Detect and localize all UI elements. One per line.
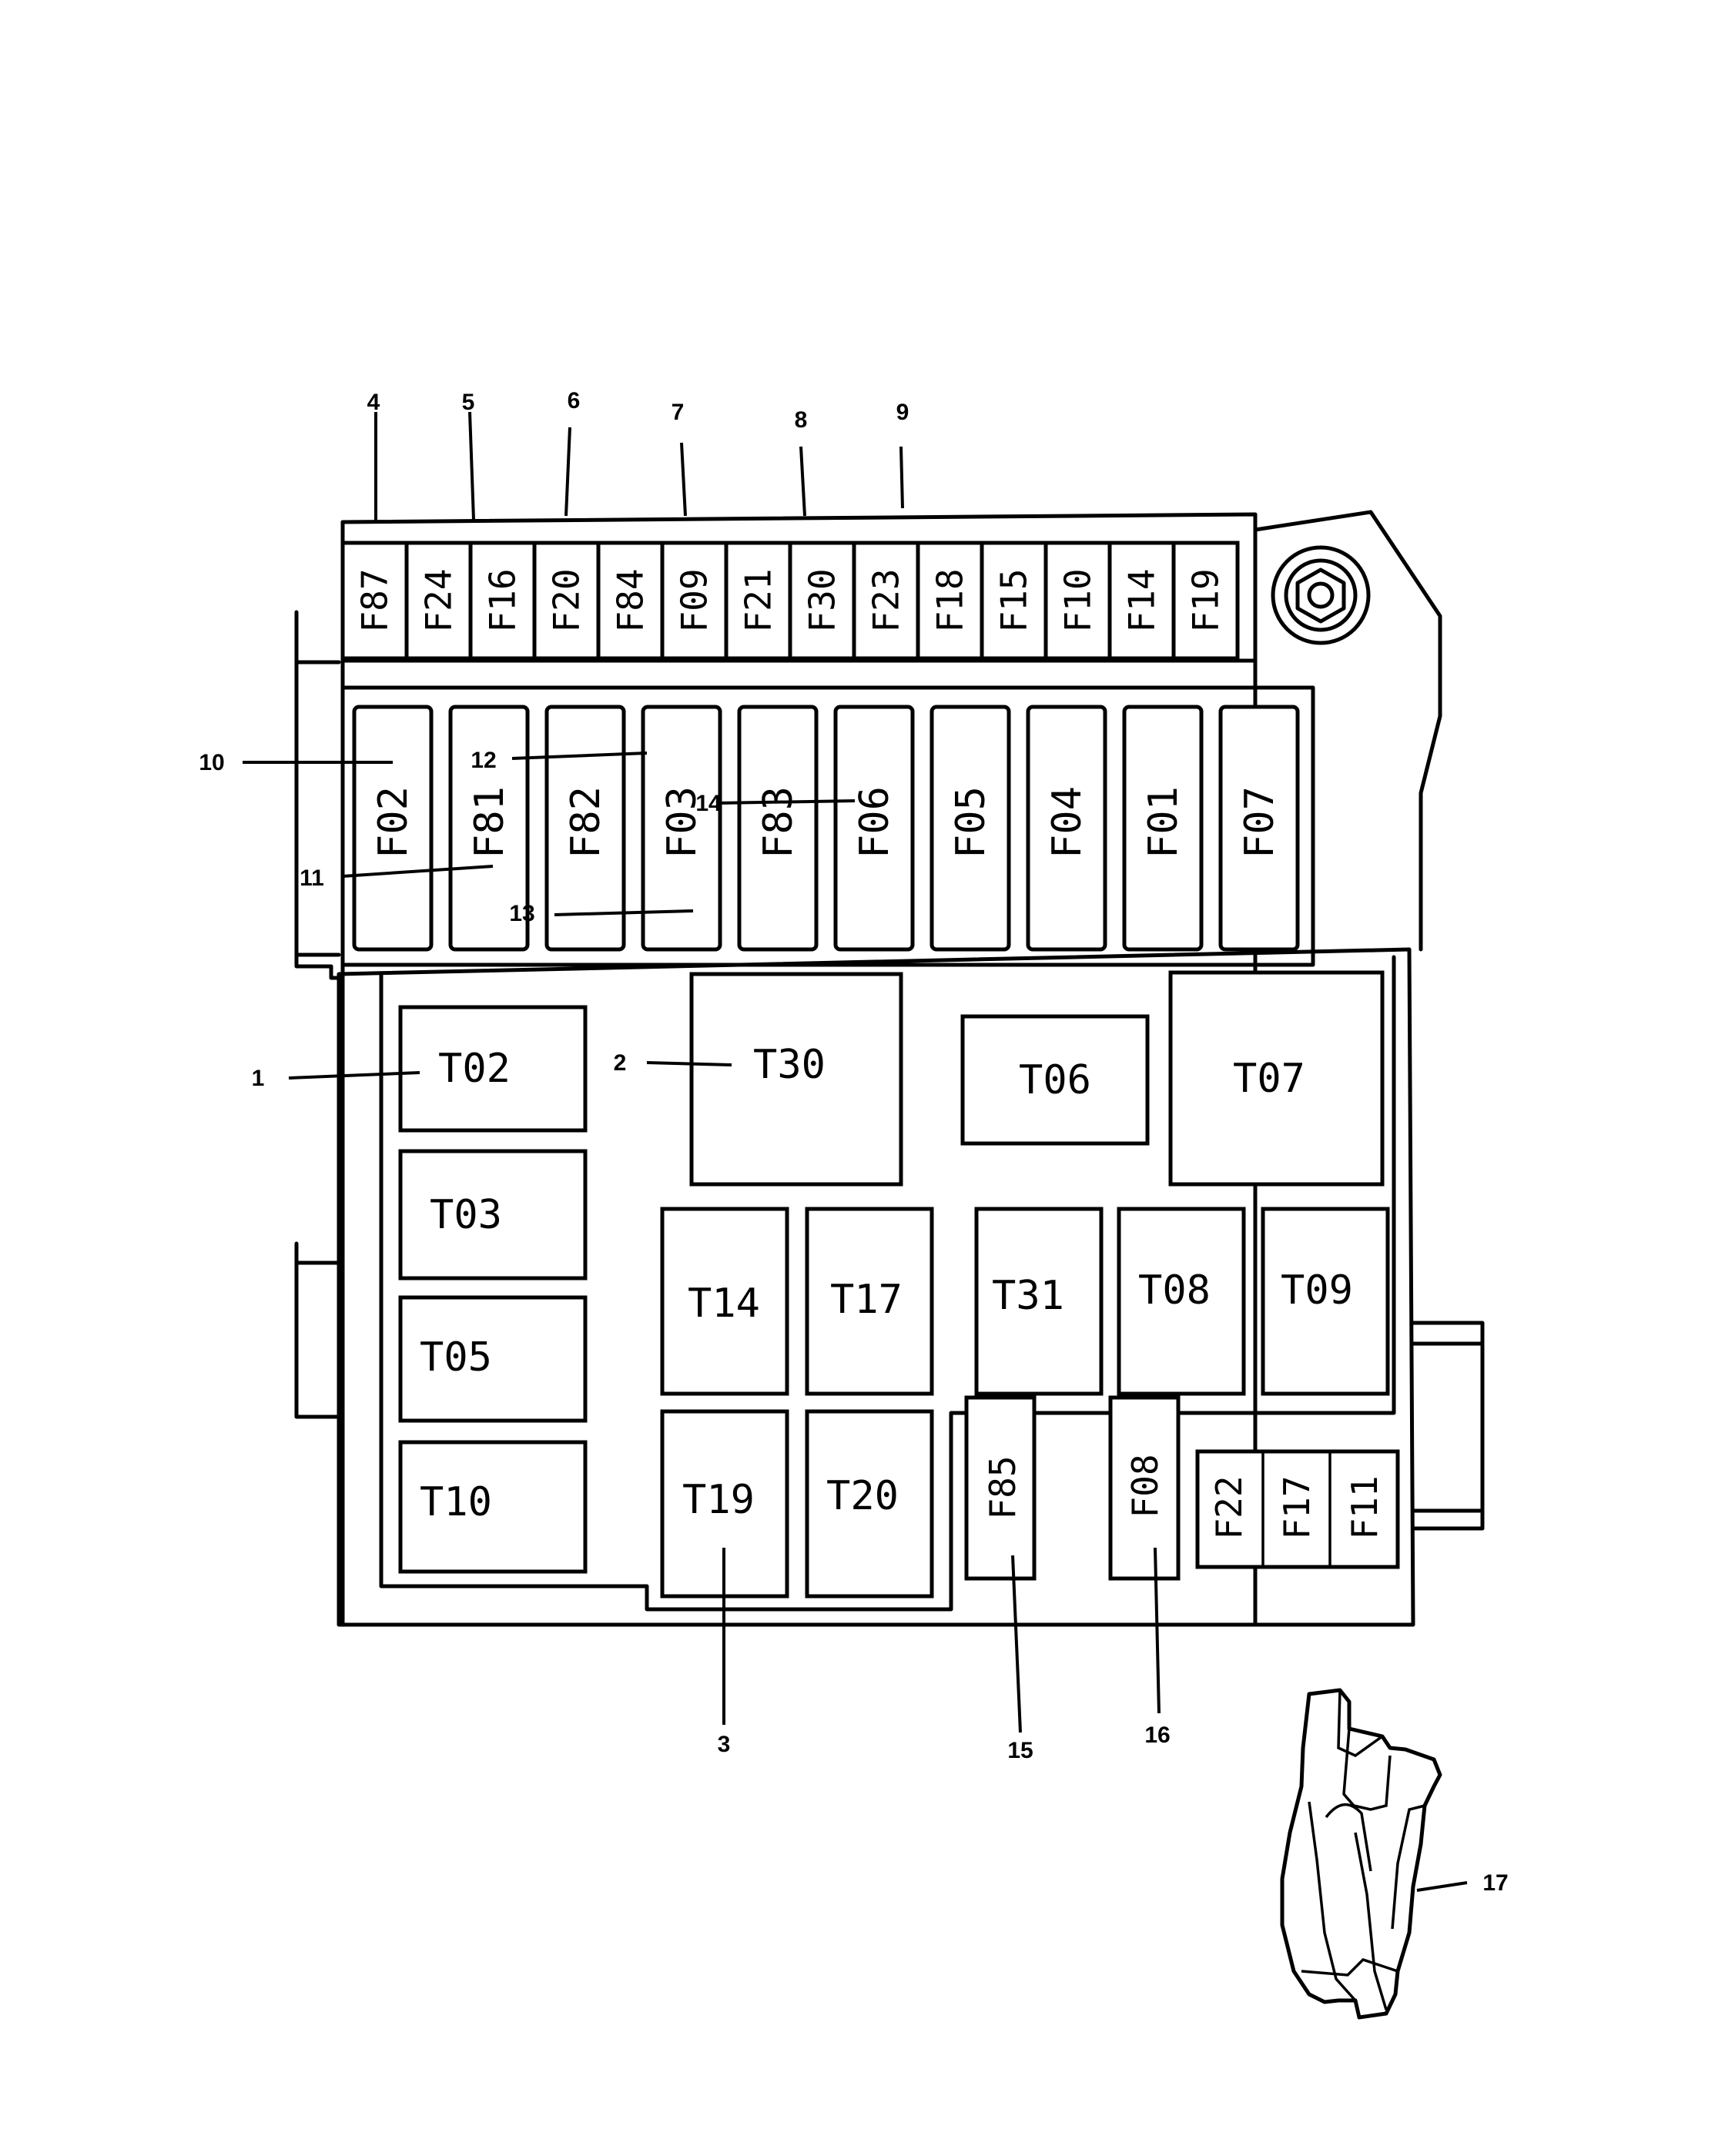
fuse-label: F85 — [982, 1455, 1023, 1519]
callout-numbers: 1 2 3 4 5 6 7 8 9 10 11 12 13 14 15 16 1… — [199, 388, 1508, 1896]
callout-9: 9 — [896, 400, 909, 425]
relay-label: T07 — [1233, 1056, 1305, 1102]
fuse-label: F16 — [482, 568, 524, 632]
maxi-fuse — [737, 705, 819, 952]
fuse-slot — [1171, 541, 1240, 661]
callout-3: 3 — [718, 1732, 731, 1757]
maxi-fuse — [1122, 705, 1204, 952]
fuse-label: F18 — [929, 568, 971, 632]
fuse-slot — [1107, 541, 1176, 661]
relay-label: T06 — [1019, 1057, 1091, 1103]
fuse-label: F09 — [674, 568, 715, 632]
fuse-label: F81 — [467, 786, 513, 859]
fuse-slot — [660, 541, 729, 661]
relay-label: T05 — [420, 1334, 492, 1381]
relay-label: T20 — [826, 1473, 899, 1519]
maxi-fuse — [352, 705, 434, 952]
fuse-label: F20 — [546, 568, 588, 632]
callout-13: 13 — [509, 901, 534, 926]
fuse-label: F21 — [738, 568, 779, 632]
callout-2: 2 — [614, 1050, 627, 1076]
fuse-slot — [596, 541, 665, 661]
fuse-slot — [916, 541, 984, 661]
fuse-label: F03 — [659, 786, 705, 859]
bolt-icon — [1271, 545, 1371, 645]
callout-10: 10 — [199, 750, 224, 775]
fuse-label: F11 — [1344, 1475, 1385, 1539]
relay-block: T02 T03 T05 T10 T30 T06 T07 T14 T17 T31 … — [398, 970, 1390, 1599]
callout-7: 7 — [672, 400, 685, 425]
fuse-label: F82 — [563, 786, 609, 859]
fuse-label: F05 — [948, 786, 994, 859]
callout-12: 12 — [471, 748, 496, 773]
fuse-label: F24 — [418, 568, 460, 632]
leader-lines — [243, 411, 1468, 1892]
fuse-label: F06 — [852, 786, 898, 859]
callout-5: 5 — [462, 390, 475, 415]
callout-6: 6 — [568, 388, 581, 413]
maxi-fuse — [929, 705, 1011, 952]
maxi-fuse — [833, 705, 915, 952]
fuse-label: F22 — [1208, 1475, 1250, 1539]
maxi-fuse — [448, 705, 530, 952]
fuse-label: F87 — [354, 568, 396, 632]
fuse-label: F30 — [802, 568, 843, 632]
relay-label: T31 — [992, 1273, 1064, 1319]
fuse-label: F02 — [370, 786, 417, 859]
maxi-fuse — [1218, 705, 1300, 952]
relay-label: T08 — [1138, 1267, 1211, 1314]
maxi-fuse-row: F02 F81 F82 F03 F83 F06 F05 F04 F01 F07 — [352, 705, 1300, 952]
relay-label: T19 — [682, 1477, 755, 1523]
fuse-label: F83 — [755, 786, 802, 859]
callout-14: 14 — [695, 791, 722, 816]
maxi-fuse — [641, 705, 722, 952]
callout-4: 4 — [367, 390, 380, 415]
relay-label: T09 — [1281, 1267, 1353, 1314]
callout-15: 15 — [1007, 1738, 1033, 1763]
fuse-label: F23 — [866, 568, 907, 632]
small-fuse-group: F85 F08 F22 F17 F11 — [964, 1395, 1400, 1581]
callout-8: 8 — [795, 407, 808, 433]
top-fuse-strip: F87 F24 F16 F20 F84 F09 F21 F30 F23 F18 F15 F10 F14 F… — [340, 541, 1240, 661]
fuse-label: F14 — [1121, 568, 1163, 632]
relay-label: T02 — [438, 1046, 511, 1092]
fuse-label: F08 — [1124, 1454, 1166, 1518]
relay-label: T03 — [430, 1192, 502, 1238]
clip-icon — [1280, 1688, 1442, 2020]
fuse-label: F07 — [1237, 786, 1283, 859]
fuse-slot — [1043, 541, 1112, 661]
callout-17: 17 — [1482, 1870, 1508, 1896]
fuse-label: F01 — [1141, 786, 1187, 859]
maxi-fuse — [544, 705, 626, 952]
maxi-fuse — [1026, 705, 1107, 952]
relay-label: T14 — [688, 1281, 760, 1327]
fuse-slot — [724, 541, 792, 661]
fuse-label: F10 — [1057, 568, 1099, 632]
callout-1: 1 — [252, 1066, 265, 1091]
fuse-label: F19 — [1185, 568, 1227, 632]
fuse-label: F84 — [610, 568, 651, 632]
callout-16: 16 — [1144, 1722, 1170, 1748]
fuse-slot — [852, 541, 920, 661]
relay-label: T30 — [753, 1042, 826, 1088]
housing — [294, 510, 1485, 1627]
fuse-label: F15 — [993, 568, 1035, 632]
relay-label: T10 — [420, 1479, 492, 1525]
fuse-slot — [980, 541, 1048, 661]
callout-11: 11 — [300, 865, 324, 891]
fuse-slot — [532, 541, 601, 661]
fuse-label: F04 — [1044, 786, 1090, 859]
relay-label: T17 — [830, 1277, 903, 1323]
fuse-label: F17 — [1276, 1475, 1318, 1539]
